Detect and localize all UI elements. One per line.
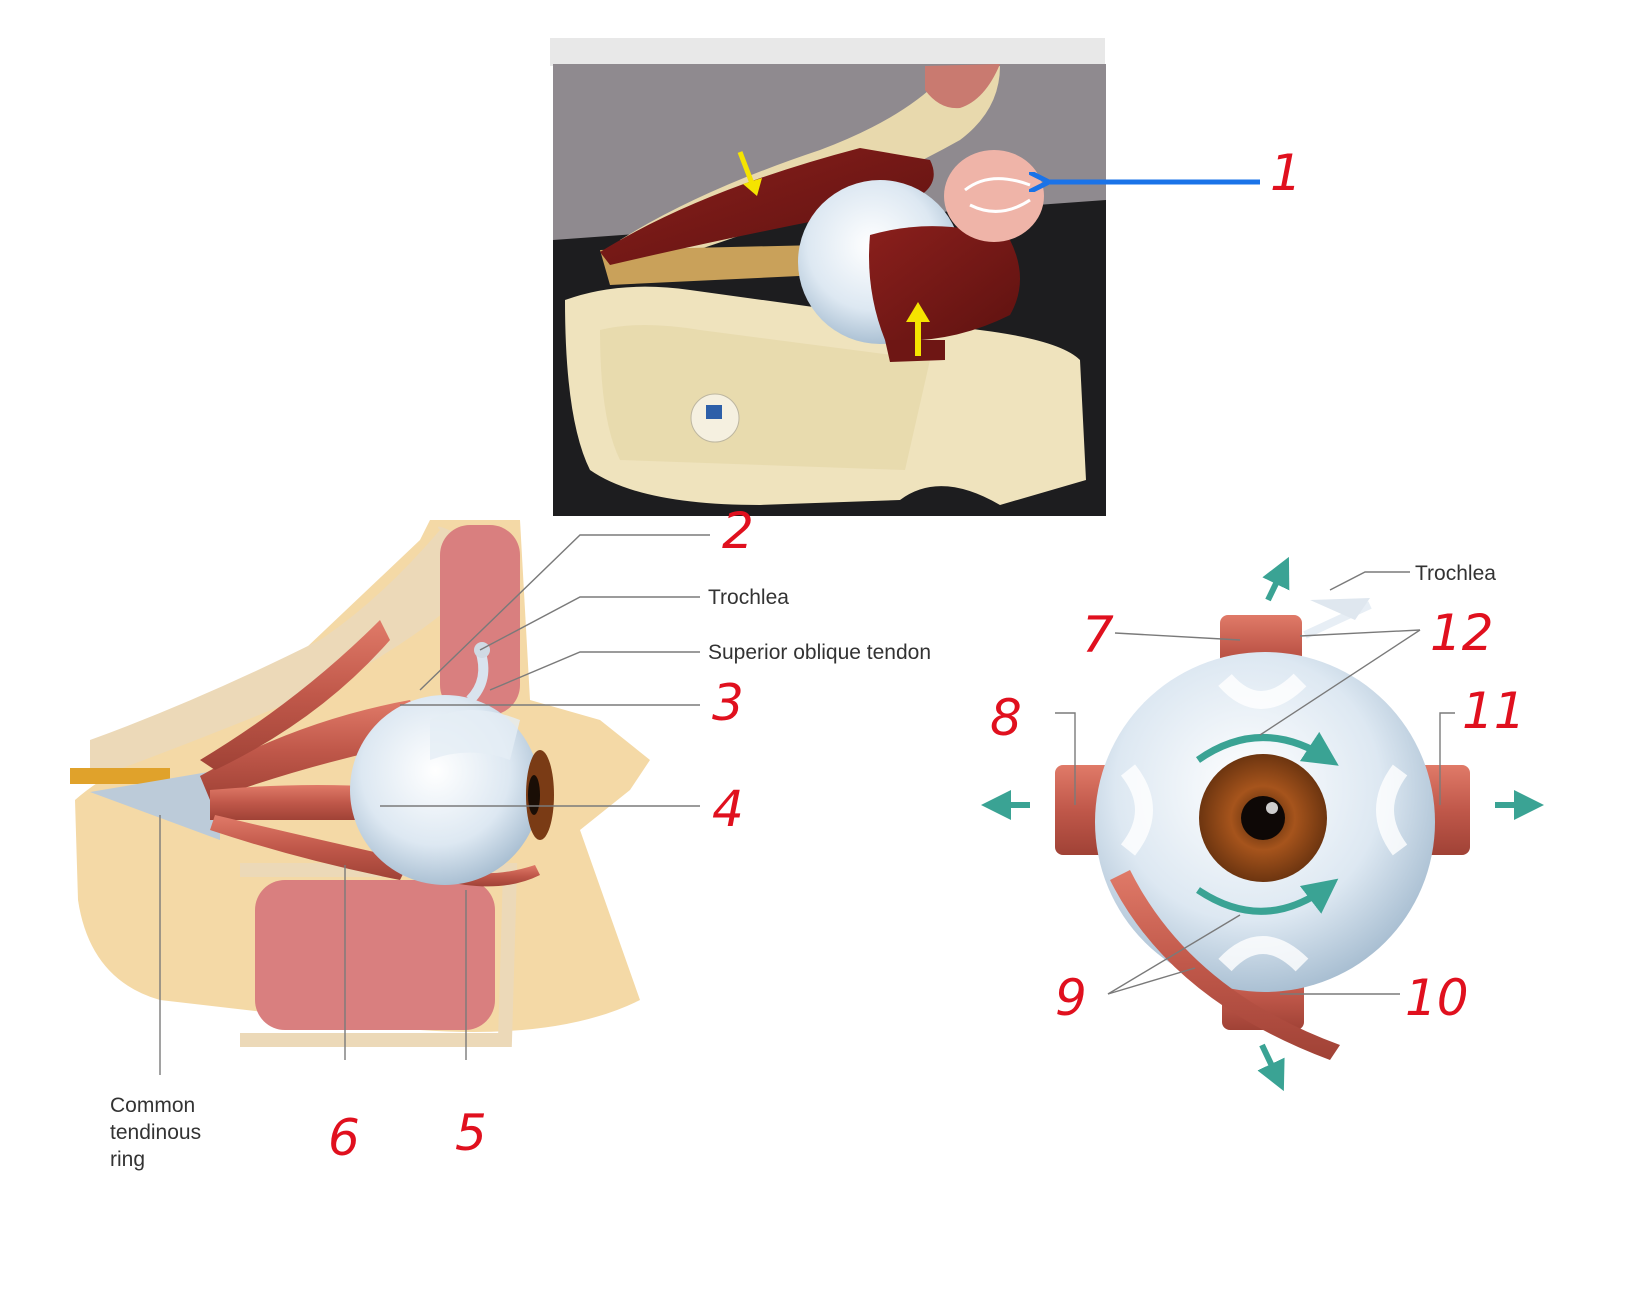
superior-muscle-photo <box>600 148 934 265</box>
label-5: 5 <box>455 1104 487 1162</box>
yellow-arrow-icon <box>906 302 930 356</box>
yellow-arrow-icon <box>737 151 762 196</box>
label-7: 7 <box>1082 606 1114 664</box>
rotation-arrow-top-icon <box>1195 731 1339 766</box>
label-12: 12 <box>1430 604 1494 662</box>
common-ring-line-3: ring <box>110 1148 145 1171</box>
pupil <box>1241 796 1285 840</box>
common-tendinous-ring-label: Common tendinous ring <box>110 1094 207 1171</box>
label-4: 4 <box>712 780 744 838</box>
eye-model-photo <box>550 38 1106 516</box>
superior-oblique-tendon-label: Superior oblique tendon <box>708 641 931 664</box>
arrow-down-icon <box>1257 1043 1285 1092</box>
lateral-view-illustration <box>70 520 650 1047</box>
label-10: 10 <box>1405 969 1469 1027</box>
superior-rectus-muscle <box>200 700 430 800</box>
anterior-view-illustration <box>981 556 1544 1092</box>
label-3: 3 <box>712 674 744 732</box>
label-1: 1 <box>1270 144 1302 202</box>
label-6: 6 <box>328 1109 360 1167</box>
lateral-muscle-photo <box>869 226 1020 341</box>
inferior-oblique-anterior <box>1110 870 1340 1060</box>
label-2: 2 <box>722 502 754 560</box>
inferior-rectus-muscle <box>210 815 410 880</box>
label-8: 8 <box>990 689 1022 747</box>
common-ring-line-2: tendinous <box>110 1121 201 1144</box>
model-cornea <box>944 150 1044 242</box>
levator-muscle <box>200 620 390 770</box>
label-11: 11 <box>1462 682 1526 740</box>
label-9: 9 <box>1055 969 1087 1027</box>
rotation-arrow-bottom-icon <box>1196 878 1339 915</box>
anterior-trochlea-label: Trochlea <box>1415 562 1496 585</box>
arrow-up-icon <box>1262 556 1290 602</box>
common-ring-line-1: Common <box>110 1094 195 1117</box>
trochlea-label: Trochlea <box>708 586 789 609</box>
